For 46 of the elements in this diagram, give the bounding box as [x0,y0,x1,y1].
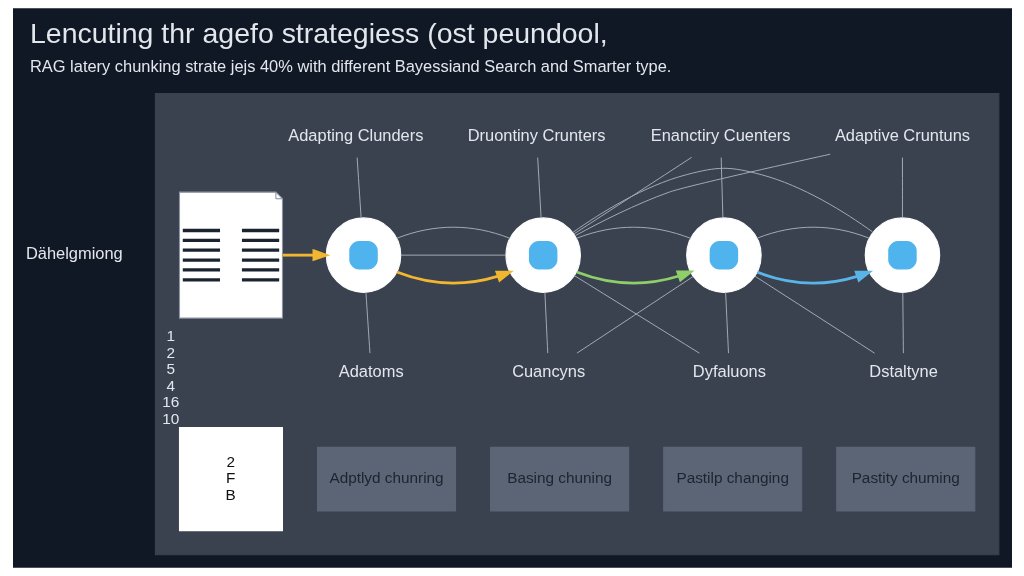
caption: RAG latery chunking strate jejs 40% with different Bayessiand Search and Smarter type. [29,56,671,75]
connector [572,167,873,233]
node-text: Druontiny Crunters [467,126,606,145]
connector [543,292,548,354]
node-text: Adapting Clunders [287,126,423,145]
connector [720,157,723,219]
node-label: 2 [165,343,175,361]
node-box: Pastilp changing [662,446,802,512]
node-box: Adptlyd chunring [316,446,456,512]
node-text: Dyfaluons [692,361,766,380]
label: Dähelgmiong [25,243,123,262]
arrow [282,248,330,262]
node-label: 16 [161,393,179,411]
node-circle [685,217,762,293]
arrow [575,270,695,285]
node-text: Cuancyns [511,361,585,380]
node-circle [504,217,581,293]
node-text: Adatoms [338,361,404,380]
arrow [395,270,514,285]
node-text: Dstaltyne [868,361,938,380]
connector [753,275,875,354]
node-label: 10 [161,409,179,427]
node-text: Adaptive Cruntuns [834,126,970,145]
node-label: 5 [165,360,175,378]
connector [536,157,542,219]
connector [364,292,370,354]
connector [573,156,692,235]
node-label: 1 [165,327,175,345]
connector [575,226,691,239]
connector [901,157,903,219]
node-text: Enanctiry Cuenters [650,126,790,145]
node-box: Pastity chuming [835,446,975,512]
arrow [756,270,873,285]
connector [574,153,831,237]
connector [724,292,729,354]
connector [395,226,510,239]
node-circle [325,217,401,293]
connector [756,226,870,239]
connector [901,292,904,354]
node-label: 4 [165,376,175,394]
node-box: 2 F B [178,427,283,532]
diagram-title: Lencuting thr agefo strategiess (ost peundool, [29,16,608,49]
connector [356,157,362,219]
connector [400,254,506,256]
node-box: Basing chuning [489,446,629,512]
node-circle [864,217,940,293]
